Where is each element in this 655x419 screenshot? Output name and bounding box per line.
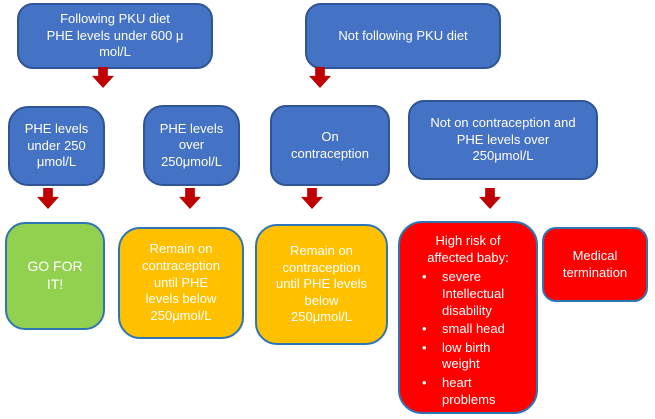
box-on-contraception: On contraception bbox=[270, 105, 390, 186]
bullet-item: severe Intellectual disability bbox=[420, 269, 526, 319]
box-medical-termination: Medical termination bbox=[542, 227, 648, 302]
box-remain-on-contraception-2: Remain on contraception until PHE levels… bbox=[255, 224, 388, 345]
high-risk-bullet-list: severe Intellectual disability small head… bbox=[410, 269, 526, 410]
box-high-risk: High risk of affected baby: severe Intel… bbox=[398, 221, 538, 414]
box-phe-over-250: PHE levels over 250μmol/L bbox=[143, 105, 240, 186]
box-not-following-pku-diet: Not following PKU diet bbox=[305, 3, 501, 69]
bullet-item: low birth weight bbox=[420, 340, 526, 373]
down-arrow-icon bbox=[309, 67, 331, 88]
down-arrow-icon bbox=[92, 67, 114, 88]
bullet-item: small head bbox=[420, 321, 526, 338]
box-remain-on-contraception-1: Remain on contraception until PHE levels… bbox=[118, 227, 244, 339]
down-arrow-icon bbox=[37, 188, 59, 209]
bullet-item: heart problems bbox=[420, 375, 526, 408]
box-go-for-it: GO FOR IT! bbox=[5, 222, 105, 330]
down-arrow-icon bbox=[179, 188, 201, 209]
box-following-pku-diet: Following PKU diet PHE levels under 600 … bbox=[17, 3, 213, 69]
down-arrow-icon bbox=[479, 188, 501, 209]
box-not-on-contraception: Not on contraception and PHE levels over… bbox=[408, 100, 598, 180]
down-arrow-icon bbox=[301, 188, 323, 209]
high-risk-title: High risk of affected baby: bbox=[427, 233, 509, 265]
box-phe-under-250: PHE levels under 250 μmol/L bbox=[8, 106, 105, 186]
